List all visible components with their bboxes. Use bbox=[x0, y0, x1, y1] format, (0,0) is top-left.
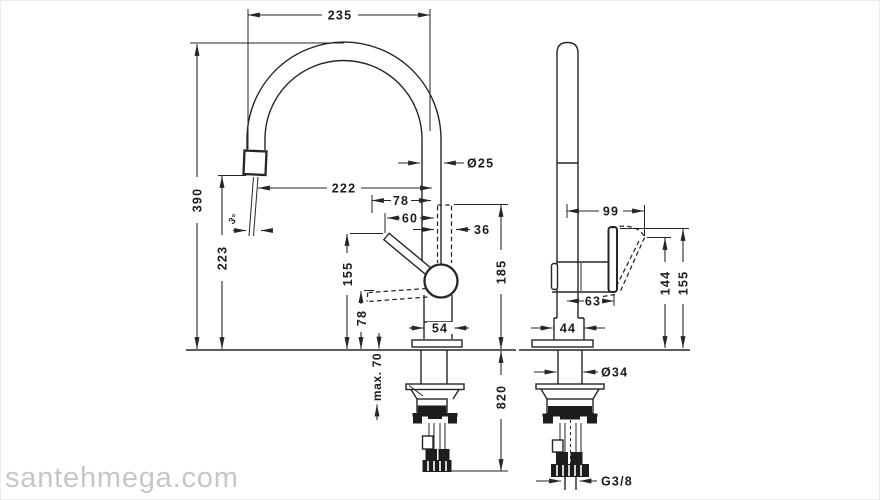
dim-label-body-height: 185 bbox=[495, 260, 509, 284]
dim-label-total-height: 390 bbox=[191, 188, 205, 212]
dim-label-spout-width: 235 bbox=[328, 9, 352, 23]
dim-label-handle-offset-mid: 60 bbox=[402, 212, 418, 226]
dim-label-handle-clearance: 36 bbox=[474, 223, 490, 237]
dim-label-shank-diameter: Ø34 bbox=[601, 366, 628, 380]
dim-label-connection-thread: G3/8 bbox=[601, 475, 633, 489]
dim-label-max-counter-thickness: max. 70 bbox=[370, 353, 384, 401]
dim-label-handle-tip-height: 144 bbox=[659, 271, 673, 295]
dim-label-outlet-height: 223 bbox=[216, 246, 230, 270]
dim-label-hose-length: 820 bbox=[495, 385, 509, 409]
label-masks bbox=[190, 8, 691, 419]
dim-label-body-depth: 63 bbox=[585, 295, 601, 309]
watermark: santehmega.com bbox=[5, 462, 239, 494]
side-view-labels: 99 63 144 155 44 Ø34 G3/8 bbox=[560, 205, 691, 489]
dim-label-base-width: 54 bbox=[432, 322, 448, 336]
dim-label-handle-offset-top: 78 bbox=[393, 194, 409, 208]
dim-label-stream-angle: 3° bbox=[227, 212, 242, 227]
dim-label-handle-low-height: 78 bbox=[355, 310, 369, 326]
dim-label-base-depth: 44 bbox=[560, 322, 576, 336]
dim-label-handle-reach: 99 bbox=[603, 205, 619, 219]
dim-label-handle-top-height: 155 bbox=[677, 271, 691, 295]
side-view-drawing bbox=[519, 41, 690, 490]
dim-label-handle-height: 155 bbox=[341, 262, 355, 286]
dim-label-spout-diameter: Ø25 bbox=[467, 157, 494, 171]
front-view-labels: 235 390 223 222 78 60 Ø25 36 185 820 155… bbox=[191, 9, 509, 410]
dim-label-spout-reach: 222 bbox=[332, 182, 356, 196]
